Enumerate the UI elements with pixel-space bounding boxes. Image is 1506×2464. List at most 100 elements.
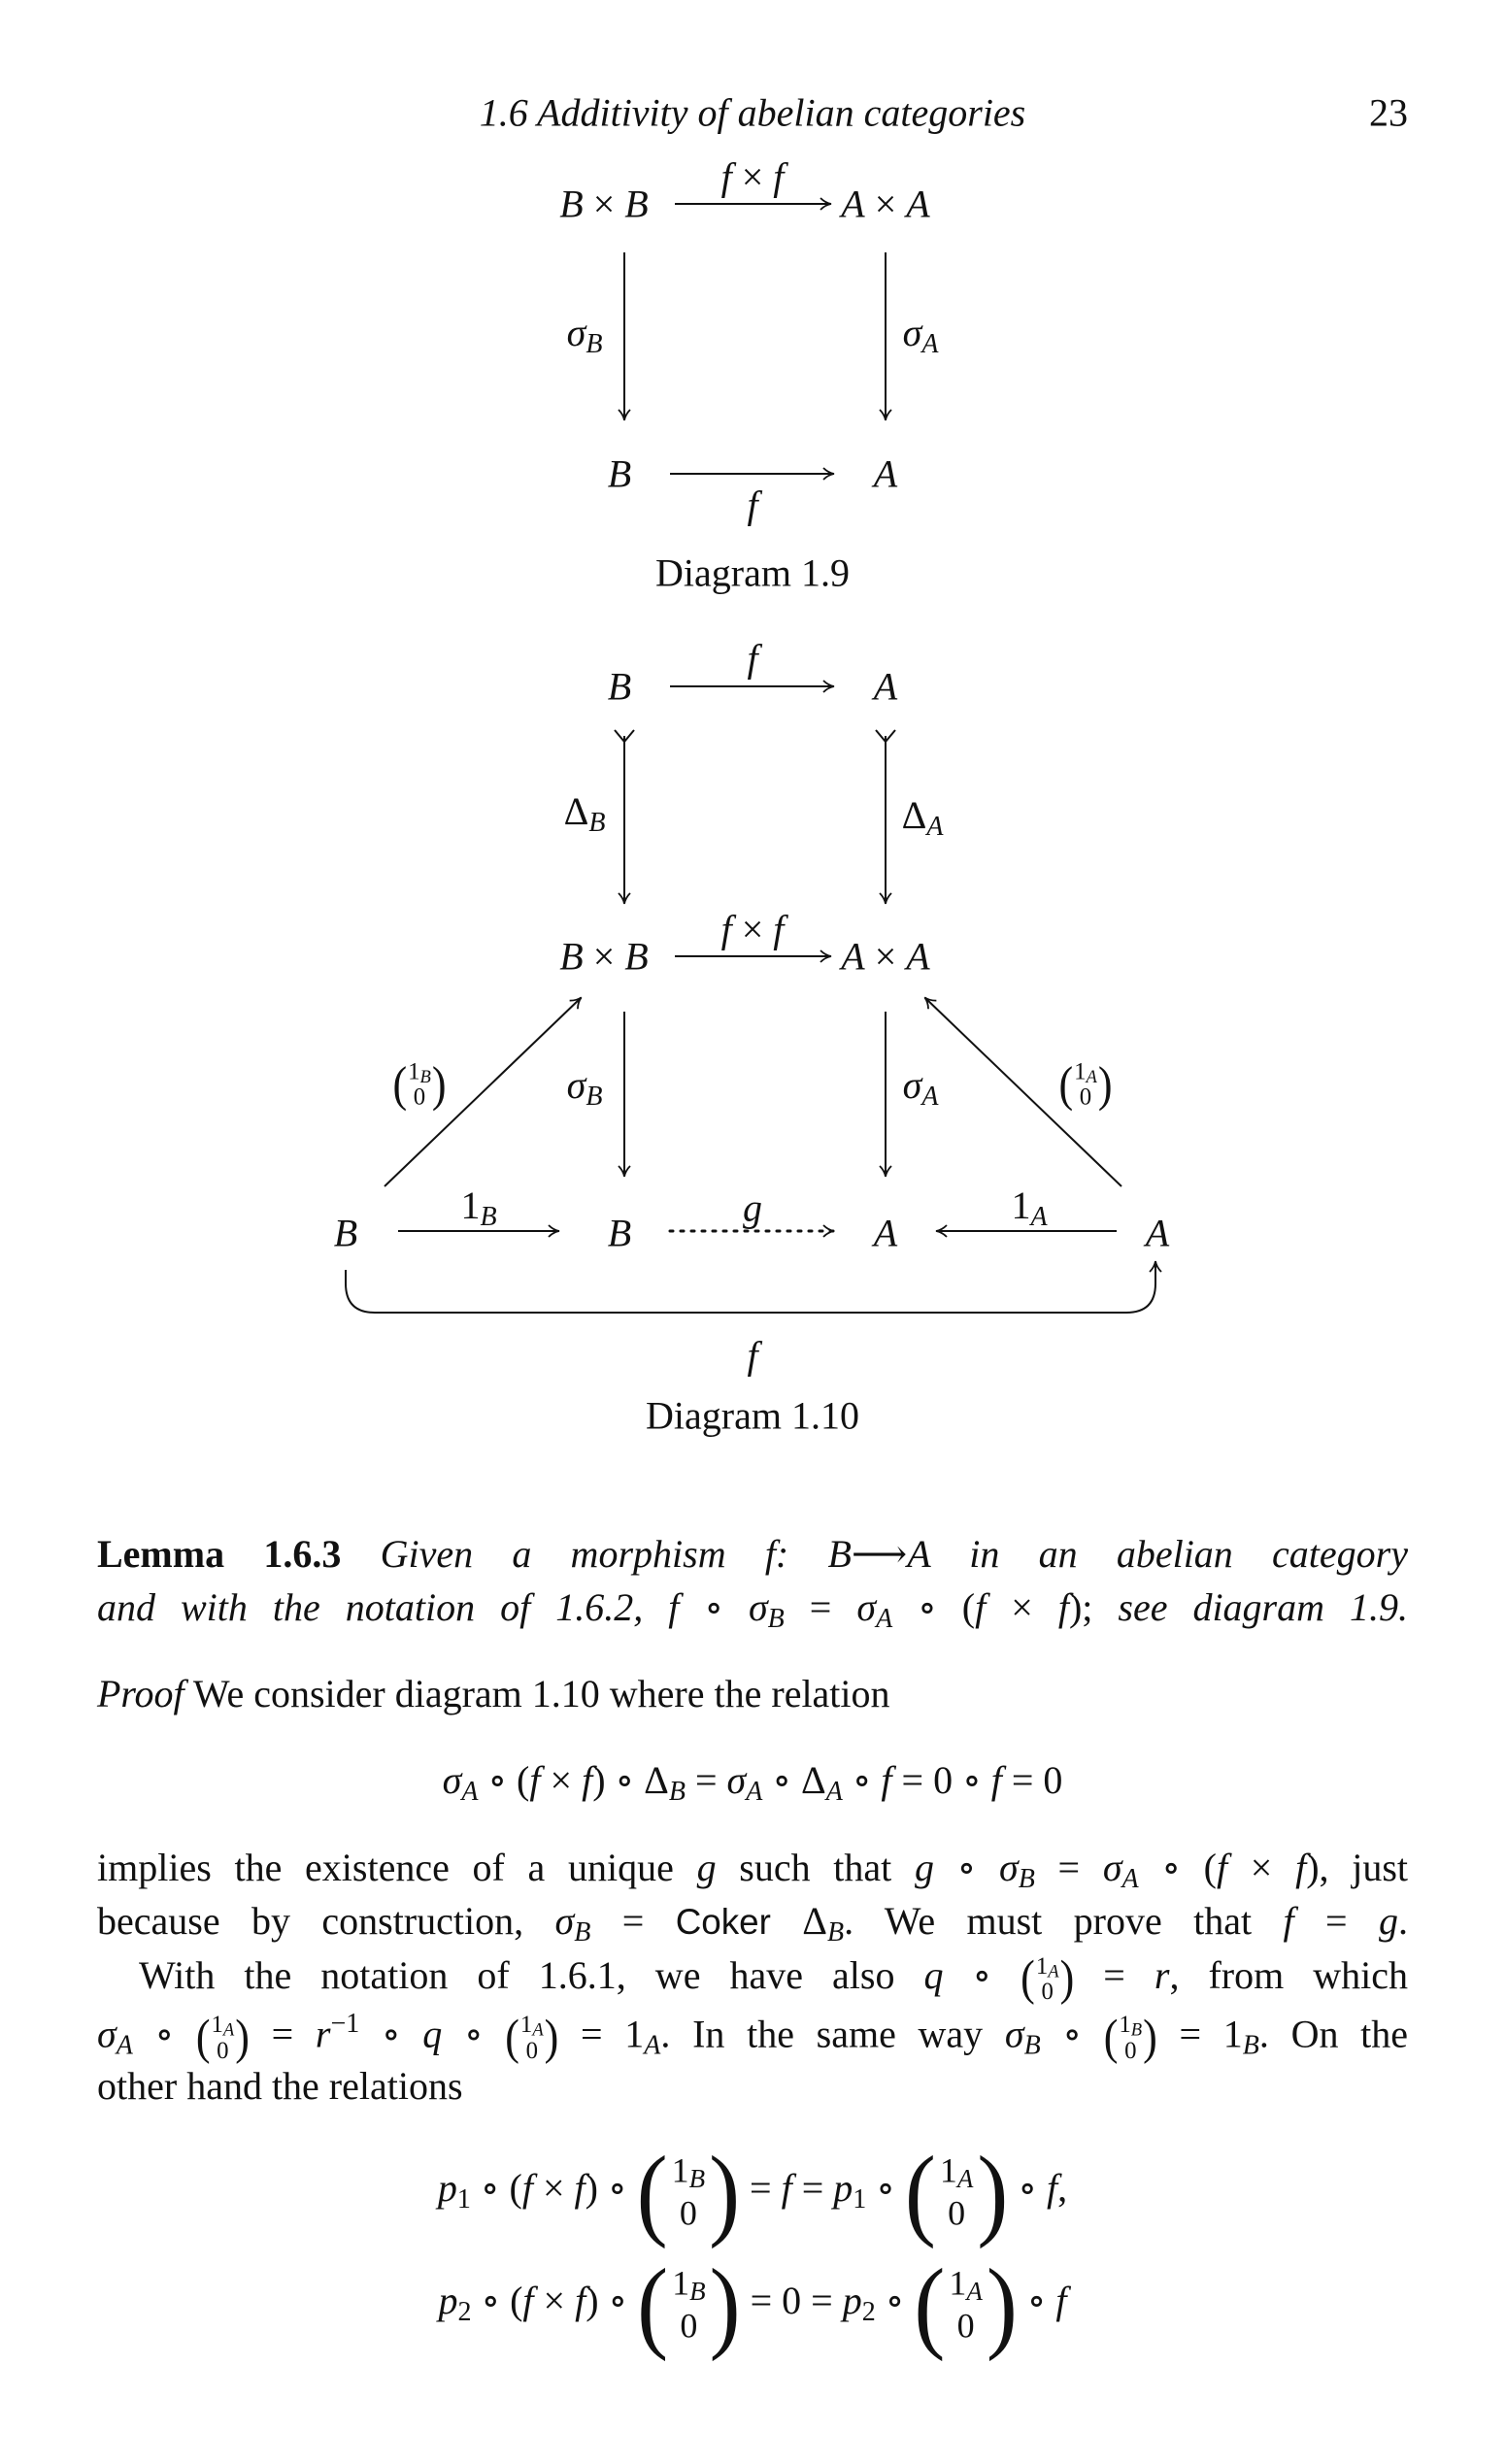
- caption-diagram-1-10: Diagram 1.10: [646, 1393, 859, 1438]
- math-token-r: 1: [460, 1183, 481, 1227]
- math-token-r: ,: [1057, 2166, 1068, 2211]
- math-token-i: f: [575, 2279, 586, 2323]
- node-axa-2: A × A: [841, 934, 929, 980]
- math-token-s: A: [825, 1777, 843, 1807]
- math-token-s: A: [116, 2030, 133, 2061]
- math-token-r: ∘ (: [470, 2166, 522, 2211]
- math-token-ss: Coker: [675, 1902, 771, 1942]
- math-token-r: ) ∘ Δ: [592, 1758, 669, 1802]
- label-delta-a: ΔA: [902, 792, 944, 843]
- math-token-s: A: [1030, 1202, 1048, 1232]
- page-number: 23: [1369, 90, 1408, 135]
- math-token-r: ∘: [132, 2012, 196, 2056]
- math-token-r: ) ∘: [586, 2279, 638, 2323]
- math-token-r: Δ: [901, 793, 927, 837]
- math-token-r: Δ: [563, 789, 589, 833]
- vector-top-value: 1: [671, 2150, 689, 2190]
- node-b-left: B: [334, 1211, 357, 1256]
- math-token-i: B: [624, 934, 649, 979]
- math-token-r: = 0: [1001, 1758, 1063, 1802]
- math-token-r: . In the same way: [660, 2012, 1005, 2056]
- left-paren: (: [392, 1056, 408, 1113]
- right-paren: ): [709, 2248, 741, 2362]
- math-token-s: A: [461, 1777, 479, 1807]
- vector-top-subscript: B: [419, 1066, 431, 1087]
- mono-tail-b: [614, 729, 635, 744]
- math-token-i: g: [743, 1185, 762, 1230]
- math-token-i: f: [1055, 2279, 1067, 2323]
- label-1a: 1A: [1011, 1182, 1047, 1233]
- math-token-sr: 2: [861, 2297, 876, 2328]
- right-paren: ): [986, 2248, 1018, 2362]
- math-token-i: A: [873, 1211, 898, 1255]
- math-token-r: ×: [731, 154, 774, 199]
- math-token-i: p: [842, 2279, 862, 2323]
- math-token-i: f: [529, 1758, 541, 1802]
- math-token-r: ∘ (: [478, 1758, 530, 1802]
- math-token-r: ∘ Δ: [762, 1758, 826, 1802]
- math-token-s: A: [921, 329, 939, 359]
- math-token-i: f: [1057, 1585, 1069, 1629]
- left-paren: (: [1021, 1950, 1035, 2006]
- math-token-i: B: [607, 664, 632, 709]
- math-token-s: B: [586, 1082, 603, 1112]
- math-token-r: ∘: [1040, 2012, 1104, 2056]
- math-token-s: B: [588, 808, 606, 838]
- math-token-r: =: [791, 2166, 834, 2211]
- vector-bottom: 0: [680, 2306, 698, 2346]
- label-fxf-2: f × f: [721, 907, 785, 952]
- math-token-i: A: [1145, 1211, 1170, 1255]
- vector-top-subscript: B: [689, 2276, 706, 2306]
- vector-top: 1B: [408, 1059, 431, 1087]
- label-g: g: [743, 1185, 762, 1231]
- left-paren: (: [636, 2135, 668, 2249]
- math-token-s: B: [767, 1604, 785, 1634]
- math-token-s: A: [1121, 1864, 1139, 1894]
- math-token-r: With the notation of 1.6.1, we have also: [139, 1953, 924, 1997]
- math-token-s: A: [746, 1777, 763, 1807]
- label-sigma-a: σA: [903, 310, 939, 360]
- vector-bottom: 0: [1079, 1083, 1092, 1111]
- vector-top-subscript: A: [1048, 1961, 1059, 1982]
- node-a: A: [874, 451, 897, 497]
- vector-top: 1A: [1074, 1059, 1097, 1085]
- vector-top-subscript: A: [966, 2276, 983, 2306]
- math-token-r: Δ: [770, 1899, 827, 1943]
- math-token-s: A: [921, 1082, 939, 1112]
- math-token-i: r: [315, 2012, 331, 2056]
- math-token-r: ∘: [359, 2012, 423, 2056]
- math-token-i: σ: [442, 1758, 462, 1802]
- math-token-r: ∘: [866, 2166, 905, 2211]
- math-token-i: σ: [1004, 2012, 1024, 2056]
- lemma-line-2: and with the notation of 1.6.2, f ∘ σB =…: [97, 1584, 1408, 1636]
- vector-top-value: 1: [1119, 2012, 1131, 2039]
- vector-bottom: 0: [525, 2037, 538, 2064]
- body-line-with: With the notation of 1.6.1, we have also…: [139, 1951, 1408, 2006]
- math-token-i: B: [333, 1211, 358, 1255]
- left-paren: (: [637, 2248, 669, 2362]
- vector-top-value: 1: [672, 2263, 690, 2303]
- math-token-r: = 0 =: [740, 2279, 843, 2323]
- vector-top: 1B: [672, 2263, 706, 2306]
- math-token-s: B: [586, 329, 603, 359]
- math-token-i: A: [873, 451, 898, 496]
- math-token-r: ) ∘: [585, 2166, 637, 2211]
- right-paren: ): [977, 2135, 1009, 2249]
- math-token-r: =: [784, 1585, 857, 1629]
- math-token-r: =: [1293, 1899, 1380, 1943]
- vector-top: 1A: [1036, 1954, 1059, 1982]
- vector-top-value: 1: [939, 2150, 957, 2190]
- math-token-s: B: [480, 1202, 497, 1232]
- math-token-i: and with the notation of 1.6.2, f: [97, 1585, 705, 1629]
- math-token-r: ×: [533, 2279, 576, 2323]
